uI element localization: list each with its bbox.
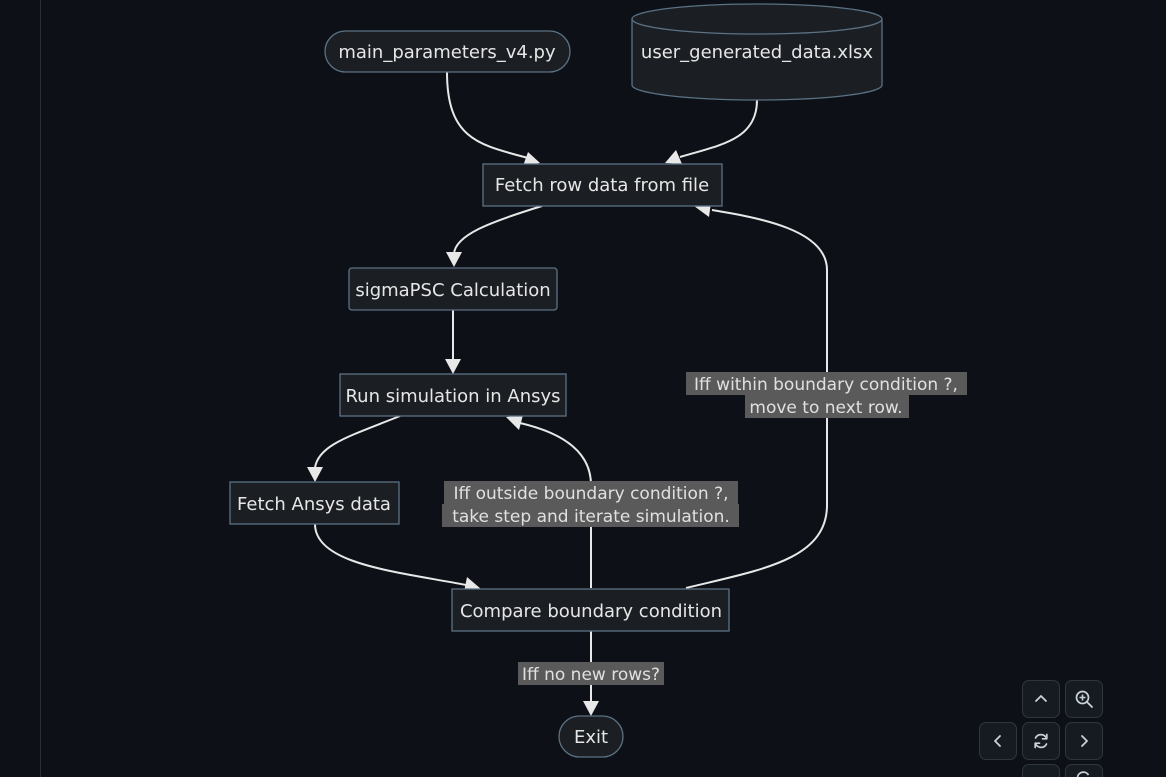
arrow-params-to-fetch [523,152,540,166]
node-run-simulation-label: Run simulation in Ansys [345,386,560,407]
chevron-left-icon [994,735,1001,747]
reset-view-button[interactable] [1022,722,1060,760]
arrow-compare-loop-to-run [506,415,523,430]
pan-left-button[interactable] [979,722,1017,760]
edge-label-within-line-1: Iff within boundary condition ?, [694,375,958,395]
chevron-up-icon [1035,695,1047,702]
arrow-compare-to-exit [583,701,599,716]
edge-fetch-to-sigma [453,205,543,255]
node-main-parameters[interactable]: main_parameters_v4.py [324,30,571,73]
zoom-out-button[interactable] [1065,764,1103,777]
edge-label-no-rows: Iff no new rows? [518,662,664,685]
node-compare-boundary-label: Compare boundary condition [460,601,722,622]
edge-label-no-rows-text: Iff no new rows? [522,665,660,685]
edge-run-to-fetch-ansys [314,415,401,469]
node-compare-boundary[interactable]: Compare boundary condition [451,588,730,632]
zoom-in-icon [1075,690,1093,708]
node-fetch-ansys-data[interactable]: Fetch Ansys data [229,481,400,525]
node-fetch-row-data-label: Fetch row data from file [495,175,709,196]
node-user-generated-data-label: user_generated_data.xlsx [641,42,874,63]
edges [307,71,828,716]
node-sigma-calculation[interactable]: sigmaPSC Calculation [348,267,558,311]
reset-icon [1034,733,1048,749]
edge-fetch-ansys-to-compare [314,523,467,586]
edge-data-to-fetch [679,99,758,158]
pan-right-button[interactable] [1065,722,1103,760]
edge-label-outside-line-2: take step and iterate simulation. [452,507,730,527]
edge-label-within-line-2: move to next row. [749,398,902,418]
arrow-fetch-ansys-to-compare [464,577,481,592]
panel-border [40,0,41,777]
arrow-sigma-to-run [445,359,461,374]
edge-compare-to-fetch-row [685,209,828,589]
edge-label-outside-line-1: Iff outside boundary condition ?, [453,484,728,504]
node-exit-label: Exit [574,727,608,748]
node-main-parameters-label: main_parameters_v4.py [338,42,556,63]
zoom-out-icon [1076,771,1090,777]
edge-label-outside: Iff outside boundary condition ?, take s… [442,481,739,527]
zoom-in-button[interactable] [1065,680,1103,718]
pan-up-button[interactable] [1022,680,1060,718]
node-run-simulation[interactable]: Run simulation in Ansys [339,373,567,417]
edge-params-to-fetch [446,71,529,159]
arrow-run-to-fetch-ansys [307,467,323,482]
node-fetch-row-data[interactable]: Fetch row data from file [482,163,723,207]
edge-label-within: Iff within boundary condition ?, move to… [686,372,967,418]
node-exit[interactable]: Exit [558,715,624,758]
node-fetch-ansys-data-label: Fetch Ansys data [237,494,391,515]
chevron-right-icon [1081,735,1088,747]
arrow-fetch-to-sigma [446,252,462,267]
arrow-data-to-fetch [665,150,682,164]
pan-down-button[interactable] [1022,764,1060,777]
node-user-generated-data[interactable]: user_generated_data.xlsx [631,3,883,101]
node-sigma-calculation-label: sigmaPSC Calculation [355,280,550,301]
